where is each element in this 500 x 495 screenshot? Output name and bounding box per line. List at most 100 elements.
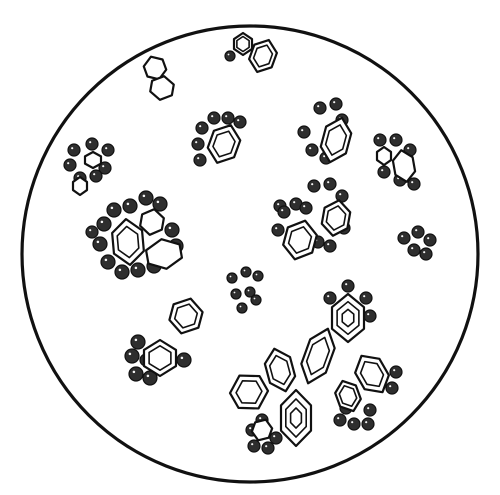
- granule-speck: [415, 229, 418, 232]
- crystal: [320, 199, 352, 237]
- granule-speck: [225, 115, 228, 118]
- granule-speck: [339, 193, 342, 196]
- crystal: [142, 338, 178, 378]
- dark-granule: [297, 125, 311, 139]
- granule-speck: [239, 305, 242, 308]
- granule-speck: [367, 313, 370, 316]
- crystal-inner-ring: [336, 300, 360, 336]
- dark-granule: [221, 111, 235, 125]
- granule-speck: [393, 369, 396, 372]
- crystal-inner-ring: [289, 407, 303, 429]
- granule-speck: [363, 295, 366, 298]
- crystal: [228, 374, 270, 410]
- dark-granule: [226, 272, 238, 284]
- dark-granule: [329, 97, 343, 111]
- crystal: [334, 379, 362, 413]
- granule-speck: [309, 147, 312, 150]
- dark-granule: [373, 133, 387, 147]
- dark-granule: [307, 179, 321, 193]
- dark-granule: [152, 196, 168, 212]
- dark-granule: [128, 366, 144, 382]
- dark-granule: [164, 222, 180, 238]
- crystal-outline: [282, 219, 318, 261]
- granule-speck: [199, 125, 202, 128]
- granule-speck: [132, 370, 136, 374]
- crystal-inner-ring: [341, 308, 355, 328]
- dark-granule: [85, 225, 99, 239]
- granule-speck: [251, 443, 254, 446]
- crystal-outline: [206, 124, 242, 164]
- dark-granule: [389, 365, 403, 379]
- crystal-outline: [83, 150, 103, 170]
- crystal: [248, 38, 278, 74]
- dark-granule: [207, 111, 221, 125]
- granule-speck: [317, 105, 320, 108]
- crystal: [300, 327, 336, 385]
- crystal-outline: [391, 149, 417, 183]
- granule-speck: [93, 173, 96, 176]
- dark-granule: [106, 202, 122, 218]
- granule-speck: [407, 147, 410, 150]
- dark-granule: [98, 161, 112, 175]
- granule-speck: [381, 169, 384, 172]
- dark-granule: [85, 137, 99, 151]
- dark-granule: [130, 334, 146, 350]
- granule-speck: [102, 165, 105, 168]
- granule-speck: [393, 137, 396, 140]
- granule-speck: [255, 273, 258, 276]
- crystal-outline: [142, 338, 178, 378]
- crystal: [206, 124, 242, 164]
- granule-speck: [249, 427, 252, 430]
- granule-speck: [259, 417, 262, 420]
- granule-speck: [146, 374, 150, 378]
- granule-speck: [156, 200, 160, 204]
- dark-granule: [96, 216, 112, 232]
- dark-granule: [363, 309, 377, 323]
- crystal: [83, 150, 103, 170]
- crystal: [330, 292, 366, 344]
- crystal: [391, 149, 417, 183]
- crystal-inner-ring: [359, 360, 385, 388]
- granule-speck: [273, 435, 276, 438]
- dark-granule: [63, 158, 77, 172]
- granule-speck: [411, 247, 414, 250]
- granule-speck: [323, 155, 326, 158]
- crystal: [149, 75, 175, 101]
- crystal-inner-ring: [235, 380, 263, 404]
- dark-granule: [407, 177, 421, 191]
- dark-granule: [233, 115, 247, 129]
- dark-granule: [230, 288, 242, 300]
- dark-granule: [122, 198, 138, 214]
- granule-speck: [277, 203, 280, 206]
- dark-granule: [359, 291, 373, 305]
- granule-speck: [142, 194, 146, 198]
- granule-speck: [211, 115, 214, 118]
- dark-granule: [193, 153, 207, 167]
- crystal-outline: [248, 38, 278, 74]
- granule-speck: [229, 275, 232, 278]
- crystal-outline: [149, 75, 175, 101]
- dark-granule: [250, 294, 262, 306]
- granule-speck: [389, 385, 392, 388]
- dark-granule: [397, 231, 411, 245]
- dark-granule: [67, 143, 81, 157]
- crystals-layer: [71, 31, 417, 448]
- granule-speck: [311, 183, 314, 186]
- granule-speck: [227, 53, 230, 56]
- granule-speck: [327, 181, 330, 184]
- granule-speck: [367, 407, 370, 410]
- dark-granule: [385, 381, 399, 395]
- crystal: [319, 116, 353, 164]
- granule-speck: [100, 220, 104, 224]
- granule-speck: [303, 205, 306, 208]
- crystal: [375, 145, 393, 167]
- crystal-inner-ring: [285, 398, 307, 438]
- granule-speck: [105, 147, 108, 150]
- crystal-outline: [71, 175, 89, 197]
- dark-granule: [363, 403, 377, 417]
- granule-speck: [126, 202, 130, 206]
- granule-speck: [333, 101, 336, 104]
- crystal-outline: [250, 418, 274, 442]
- dark-granule: [236, 302, 248, 314]
- dark-granule: [323, 177, 337, 191]
